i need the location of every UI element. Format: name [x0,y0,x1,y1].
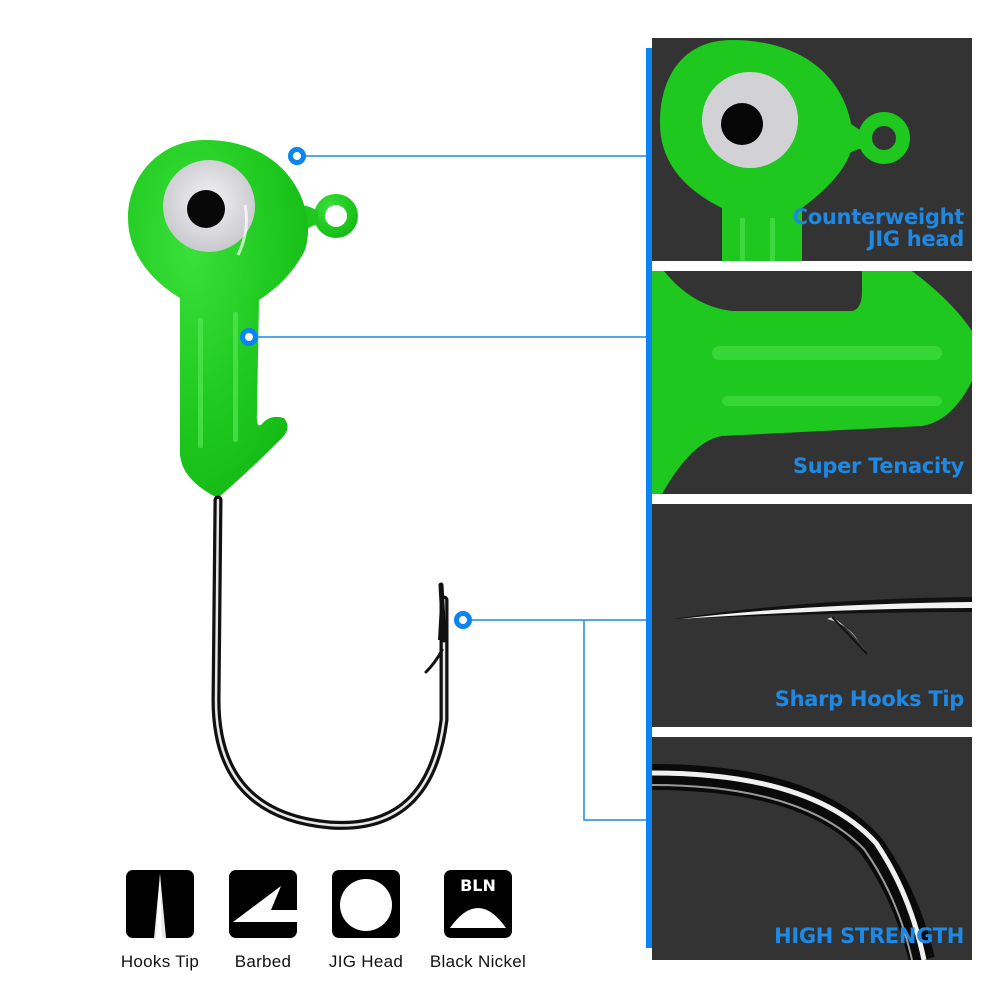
feature-barbed: Barbed [208,870,318,972]
panel-label-counterweight: Counterweight JIG head [792,205,965,251]
panel-label-tenacity: Super Tenacity [792,454,964,478]
hook-point [438,585,446,640]
feature-hooks-tip: Hooks Tip [105,870,215,972]
callout-dot-counterweight [288,147,306,165]
label-line-2: JIG head [867,227,964,251]
stem-closeup [652,271,972,494]
black-nickel-icon: BLN [444,870,512,938]
panel-label-strength: HIGH STRENGTH [774,924,964,948]
bln-badge-text: BLN [460,876,496,895]
panel-strength: HIGH STRENGTH [652,737,972,960]
feature-label: JIG Head [328,952,404,971]
panel-label-sharp-tip: Sharp Hooks Tip [774,687,965,711]
hook-tip-closeup [674,597,972,655]
jig-head [128,140,358,498]
panel-tenacity: Super Tenacity [652,271,972,494]
panel-sharp-tip: Sharp Hooks Tip [652,504,972,727]
feature-jig-head: JIG Head [311,870,421,972]
panel-counterweight: Counterweight JIG head [652,38,972,261]
hook-tip-icon [126,870,194,938]
feature-label: Black Nickel [429,952,527,971]
callout-dots [240,147,472,629]
feature-label: Barbed [234,952,292,971]
accent-bar [646,48,652,948]
hook [211,495,449,830]
callout-lines [255,155,646,821]
hook-bend-closeup [652,764,935,960]
barbed-icon [229,870,297,938]
label-line-1: Counterweight [792,205,965,229]
callout-dot-hook-tip [454,611,472,629]
jig-head-closeup [660,40,910,261]
feature-label: Hooks Tip [120,952,200,971]
feature-black-nickel: BLN Black Nickel [423,870,533,972]
jig-head-icon [332,870,400,938]
callout-dot-tenacity [240,328,258,346]
